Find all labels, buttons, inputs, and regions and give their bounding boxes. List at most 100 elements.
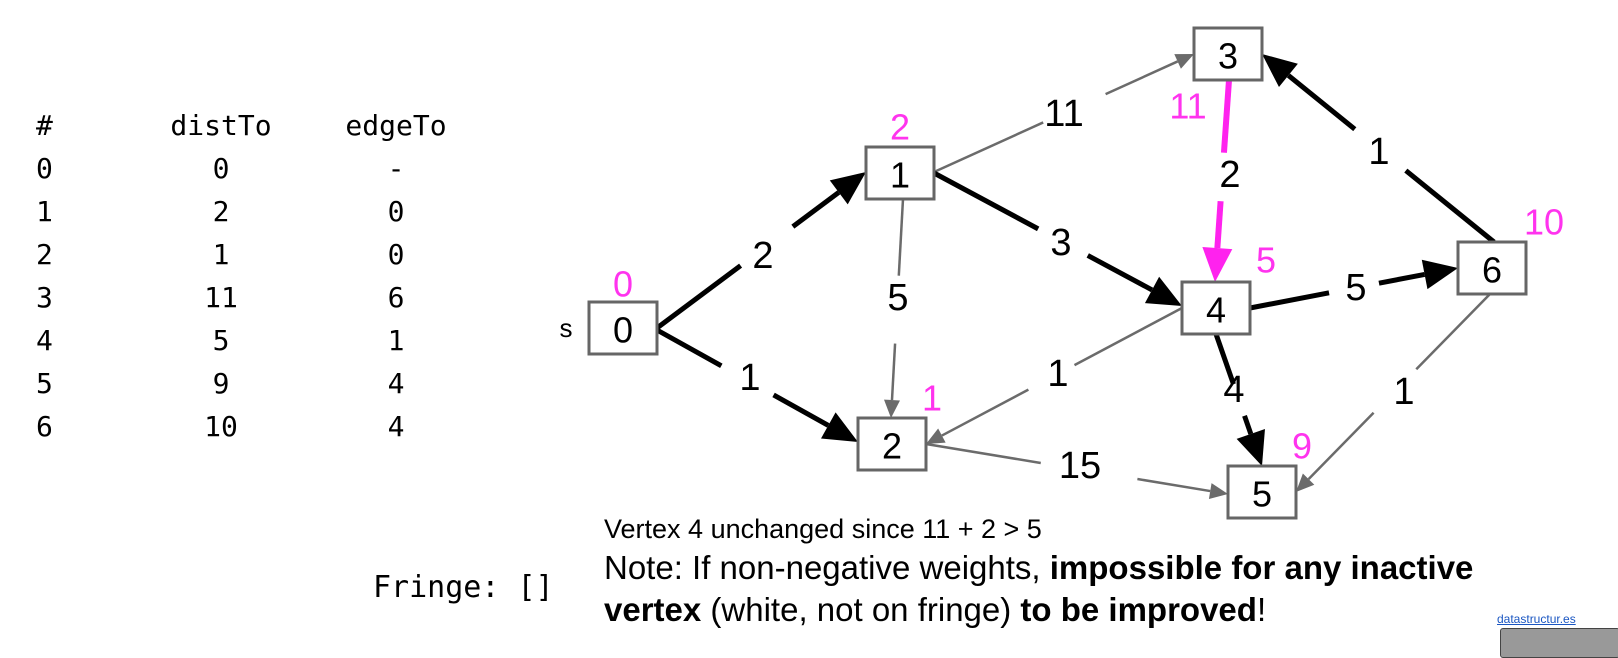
notes-block: Vertex 4 unchanged since 11 + 2 > 5 Note… (604, 514, 1564, 631)
vertex-4: 45 (1180, 240, 1276, 336)
vertex-box (1180, 280, 1252, 336)
vertex-dist-label: 11 (1169, 86, 1206, 127)
edge-0-1: 2 (655, 172, 866, 331)
vertex-id-label: 4 (1206, 290, 1226, 331)
edge-line (655, 327, 723, 369)
table-cell: 1 (36, 195, 53, 228)
vertex-box (864, 145, 936, 201)
edge-6-3: 1 (1262, 54, 1496, 244)
edge-0-2: 1 (655, 327, 858, 442)
arrowhead-icon (1262, 54, 1298, 88)
note-nonnegative-weights: Note: If non-negative weights, impossibl… (604, 547, 1564, 631)
edge-weight-label: 2 (752, 235, 773, 277)
arrowhead-icon (926, 428, 946, 444)
table-header-cell: edgeTo (345, 109, 447, 142)
vertex-id-label: 2 (882, 426, 902, 467)
edge-line (1378, 271, 1426, 286)
table-cell: 6 (387, 281, 405, 314)
table-cell: 5 (36, 367, 53, 400)
vertex-5: 59 (1226, 426, 1312, 520)
edge-weight-label: 4 (1223, 369, 1244, 411)
table-cell: 11 (204, 281, 238, 314)
edge-line (655, 263, 743, 331)
edge-line (1220, 79, 1232, 153)
vertex-box (1456, 240, 1528, 296)
arrowhead-icon (883, 399, 900, 418)
edge-weight-label: 5 (887, 277, 908, 319)
edge-line (890, 343, 897, 401)
edge-line (1105, 60, 1179, 96)
table-cell: 4 (387, 367, 405, 400)
edge-weight-label: 11 (1044, 93, 1083, 135)
vertex-id-label: 0 (613, 310, 633, 351)
note-emphasis: to be improved (1020, 591, 1257, 628)
table-header-cell: # (36, 109, 53, 142)
edge-line (1214, 200, 1224, 249)
edge-line (941, 388, 1029, 437)
vertex-box (856, 416, 928, 472)
vertex-id-label: 5 (1252, 474, 1272, 515)
table-cell: - (387, 152, 405, 185)
edge-4-6: 5 (1249, 259, 1458, 311)
edge-line (1286, 73, 1357, 132)
edge-weight-label: 1 (1393, 371, 1414, 413)
table-cell: 4 (387, 410, 405, 443)
edge-line (1137, 477, 1211, 493)
edge-weight-label: 2 (1219, 154, 1240, 196)
edge-weight-label: 5 (1345, 267, 1366, 309)
edge-weight-label: 3 (1050, 222, 1071, 264)
table-cell: 2 (212, 195, 230, 228)
vertex-dist-label: 2 (890, 107, 910, 148)
arrowhead-icon (829, 172, 866, 205)
table-cell: 9 (212, 367, 230, 400)
edge-line (1404, 168, 1496, 244)
edge-4-2: 1 (926, 306, 1183, 444)
edge-weight-label: 1 (739, 357, 760, 399)
note-text: (white, not on fringe) (701, 591, 1021, 628)
note-text: Note: If non-negative weights, (604, 549, 1050, 586)
table-cell: 6 (36, 410, 53, 443)
table-cell: 1 (212, 238, 230, 271)
vertex-dist-label: 10 (1524, 202, 1564, 243)
vertex-dist-label: 1 (922, 378, 942, 419)
arrowhead-icon (1421, 259, 1458, 290)
edge-line (1073, 306, 1183, 367)
vertex-id-label: 1 (890, 155, 910, 196)
table-cell: 1 (387, 324, 405, 357)
edge-line (925, 442, 1041, 465)
table-cell: 0 (212, 152, 230, 185)
edge-line (1213, 333, 1236, 385)
note-emphasis: impossible for any inactive vertex (604, 549, 1474, 628)
edge-3-4: 2 (1202, 79, 1241, 282)
vertex-6: 610 (1456, 202, 1564, 296)
arrowhead-icon (1208, 483, 1228, 499)
edge-line (897, 198, 905, 276)
edge-line (1086, 253, 1154, 293)
table-header-cell: distTo (170, 109, 272, 142)
edge-2-5: 15 (925, 442, 1228, 499)
edge-line (1242, 415, 1254, 435)
edge-6-5: 1 (1296, 293, 1491, 492)
arrowhead-icon (820, 412, 858, 442)
edge-weight-label: 1 (1368, 131, 1389, 173)
edge-line (791, 190, 841, 229)
arrowhead-icon (1202, 247, 1233, 282)
table-cell: 3 (36, 281, 53, 314)
table-cell: 0 (387, 238, 405, 271)
vertex-0: 00 (587, 264, 659, 356)
table-cell: 0 (36, 152, 53, 185)
edge-line (1307, 411, 1375, 481)
arrowhead-icon (1236, 428, 1265, 466)
vertex-2: 21 (856, 378, 942, 472)
cc-license-icon (1500, 628, 1618, 658)
vertex-dist-label: 0 (613, 264, 633, 305)
edge-line (932, 170, 1040, 232)
note-text: ! (1256, 591, 1267, 628)
footer-link[interactable]: datastructur.es (1497, 612, 1576, 626)
arrowhead-icon (1296, 473, 1315, 492)
vertex-id-label: 3 (1218, 36, 1238, 77)
table-cell: 10 (204, 410, 238, 443)
vertex-1: 12 (864, 107, 936, 201)
table-cell: 0 (387, 195, 405, 228)
